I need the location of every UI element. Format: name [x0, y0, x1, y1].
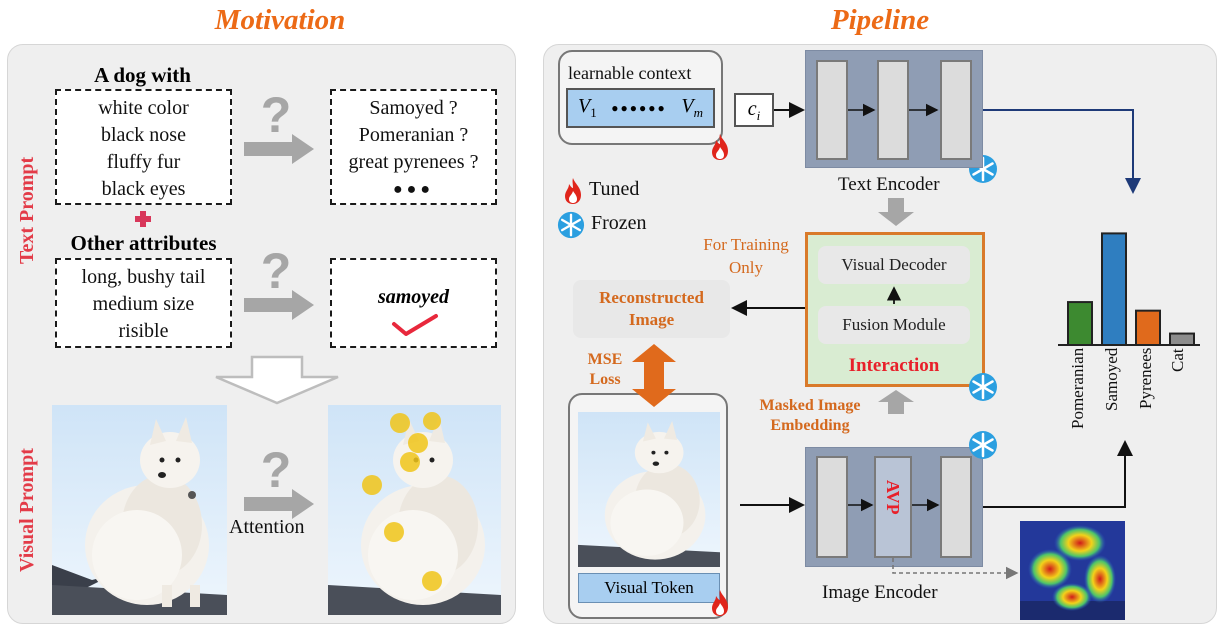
visual-decoder-box: Visual Decoder [818, 246, 970, 284]
question-arrow-icon: ? [244, 90, 314, 164]
snowflake-icon [969, 373, 997, 401]
image-encoder-label: Image Encoder [822, 582, 938, 603]
pipeline-title: Pipeline [830, 4, 930, 36]
context-vm: Vm [681, 95, 703, 120]
text-encoder-layer [816, 60, 848, 160]
mse-loss-label: MSE Loss [587, 351, 623, 388]
attention-heatmap [1020, 521, 1125, 620]
candidate-ellipsis: ●●● [393, 181, 434, 198]
image-encoder-layer [940, 456, 972, 558]
other-attributes-heading: Other attributes [70, 231, 217, 255]
avp-label: AVP [883, 480, 903, 515]
text-encoder-layer [940, 60, 972, 160]
reconstructed-image-box: Reconstructed Image [573, 280, 730, 338]
dog-photo [52, 405, 227, 615]
input-dog-photo [578, 412, 720, 567]
question-mark: ? [261, 246, 292, 299]
question-mark: ? [261, 445, 292, 498]
text-encoder-layer [877, 60, 909, 160]
motivation-title: Motivation [214, 4, 346, 36]
attribute-item: fluffy fur [106, 151, 181, 173]
visual-token-box: Visual Token [578, 573, 720, 603]
image-encoder-layer [816, 456, 848, 558]
candidate-box: Samoyed ? Pomeranian ? great pyrenees ? … [330, 89, 497, 205]
candidate-item: great pyrenees ? [348, 151, 479, 173]
attribute-box: white color black nose fluffy fur black … [55, 89, 232, 205]
flame-icon [565, 178, 581, 204]
answer-box: samoyed [330, 258, 497, 348]
legend-tuned: Tuned [589, 178, 640, 200]
for-training-only-label: For Training Only [703, 235, 789, 277]
other-attribute-item: long, bushy tail [81, 266, 206, 288]
snowflake-icon [969, 431, 997, 459]
avp-layer [874, 456, 912, 558]
down-arrow-icon [215, 355, 339, 405]
masked-image-embedding-label: Masked Image Embedding [759, 397, 861, 434]
attribute-item: black nose [101, 124, 186, 146]
prediction-chart [1058, 232, 1200, 347]
attention-label: Attention [229, 516, 305, 538]
chart-bar-samoyed [1101, 232, 1127, 346]
attention-arrow-icon: ? [244, 445, 314, 519]
candidate-item: Samoyed ? [369, 97, 458, 119]
question-mark: ? [261, 90, 292, 143]
attribute-item: white color [98, 97, 189, 119]
chart-bar-pyrenees [1135, 309, 1161, 346]
context-vectors: V1 ●●●●●● Vm [566, 88, 715, 128]
legend-frozen: Frozen [591, 212, 647, 234]
plus-icon [135, 211, 151, 227]
context-v1: V1 [578, 95, 597, 120]
interaction-label: Interaction [848, 355, 940, 376]
flame-icon [712, 134, 728, 160]
learnable-context-label: learnable context [568, 63, 692, 83]
other-attribute-item: medium size [92, 293, 195, 315]
other-attribute-box: long, bushy tail medium size risible [55, 258, 232, 348]
other-attribute-item: risible [118, 320, 169, 342]
flame-icon [712, 590, 728, 616]
attribute-item: black eyes [101, 178, 186, 200]
snowflake-icon [557, 211, 585, 239]
class-token-box: ci [734, 93, 774, 127]
dog-attention-photo [328, 405, 501, 615]
answer-text: samoyed [377, 286, 450, 308]
dog-with-heading: A dog with [94, 63, 191, 87]
checkmark-icon [392, 314, 438, 336]
fusion-module-box: Fusion Module [818, 306, 970, 344]
question-arrow-icon: ? [244, 246, 314, 320]
context-dots: ●●●●●● [611, 100, 667, 115]
text-encoder-label: Text Encoder [838, 174, 940, 195]
candidate-item: Pomeranian ? [358, 124, 469, 146]
